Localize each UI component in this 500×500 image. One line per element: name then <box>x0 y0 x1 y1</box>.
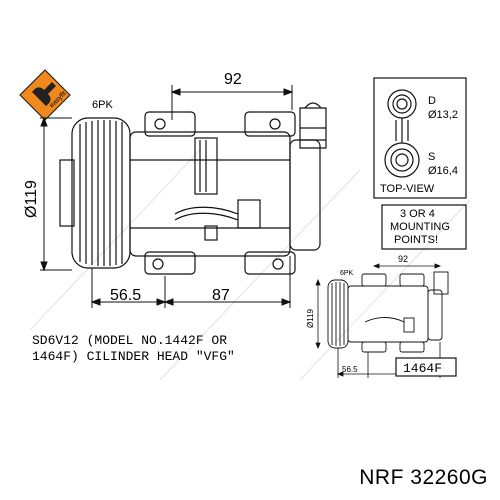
model-box <box>395 357 457 377</box>
small-compressor <box>327 271 449 353</box>
top-view-box <box>373 77 467 199</box>
description-line-2: 1464F) CILINDER HEAD "VFG" <box>32 349 235 364</box>
description-line-1: SD6V12 (MODEL NO.1442F OR <box>32 333 227 348</box>
main-dimensions <box>40 85 294 308</box>
small-dim-left: 56.5 <box>342 365 358 374</box>
port-s-size: Ø16,4 <box>428 165 458 177</box>
port-s-label: S <box>428 151 435 163</box>
mounting-note-line-2: MOUNTING <box>390 221 450 233</box>
small-dim-height: Ø119 <box>306 308 315 328</box>
mounting-note-box <box>381 204 467 250</box>
model-box-label: 1464F <box>403 361 442 376</box>
mounting-note-line-3: POINTS! <box>394 234 438 246</box>
belt-label: 6PK <box>92 99 113 111</box>
dim-right-label: 87 <box>212 287 230 304</box>
easyfit-badge: easyfit <box>19 69 71 121</box>
small-belt-label: 6PK <box>340 270 354 277</box>
port-d-size: Ø13,2 <box>428 109 458 121</box>
dim-left-label: 56.5 <box>110 287 141 304</box>
main-compressor <box>59 102 327 275</box>
top-view-label: TOP-VIEW <box>380 183 435 195</box>
brand-part-number: NRF 32260G <box>359 466 488 489</box>
mounting-note-line-1: 3 OR 4 <box>400 208 435 220</box>
small-dim-top: 92 <box>398 254 408 264</box>
dim-top-label: 92 <box>224 71 242 88</box>
dim-height-label: Ø119 <box>23 180 40 218</box>
clutch-hub <box>59 159 75 227</box>
port-d-label: D <box>428 95 436 107</box>
watermark <box>29 149 471 381</box>
pulley <box>71 117 131 269</box>
